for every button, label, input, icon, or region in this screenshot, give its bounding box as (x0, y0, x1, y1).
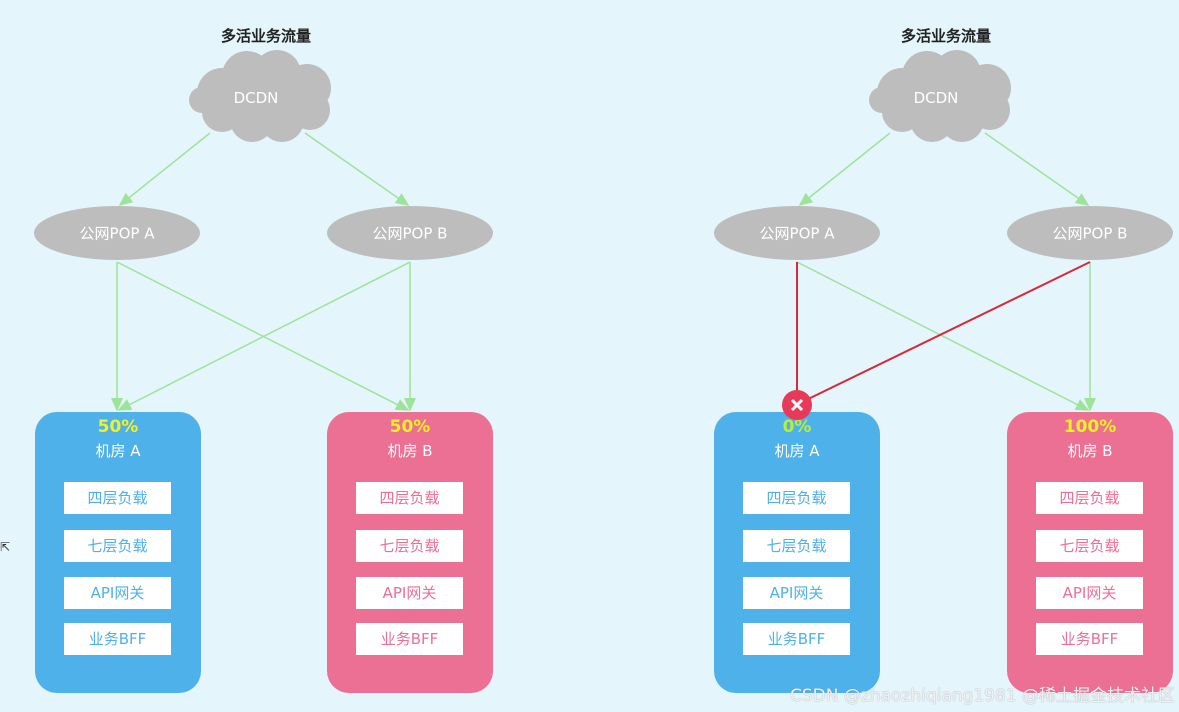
pop-b-label-2: 公网POP B (1052, 224, 1128, 243)
pop-a-node-1 (34, 206, 200, 260)
pop-a-label-1: 公网POP A (79, 224, 155, 243)
pop-a-label-2: 公网POP A (759, 224, 835, 243)
layer-l7: 七层负载 (356, 530, 463, 562)
layer-api-gateway: API网关 (64, 577, 171, 609)
layer-l7: 七层负载 (743, 530, 850, 562)
layer-l7: 七层负载 (64, 530, 171, 562)
failed-links (796, 261, 1091, 404)
datacenter-name: 机房 B (1067, 442, 1113, 460)
watermark: CSDN @zhaozhiqiang1981 @稀土掘金技术社区 (790, 686, 1175, 706)
traffic-percent: 0% (782, 417, 812, 437)
traffic-percent: 50% (97, 417, 139, 437)
pop-a-node-2 (714, 206, 880, 260)
layer-api-gateway: API网关 (1036, 577, 1143, 609)
datacenter-name: 机房 A (774, 442, 820, 460)
layer-bff: 业务BFF (64, 623, 171, 655)
diagram-title-1: 多活业务流量 (220, 27, 312, 45)
cloud-label-2: DCDN (913, 89, 959, 107)
layer-bff: 业务BFF (1036, 623, 1143, 655)
traffic-percent: 100% (1063, 417, 1117, 437)
layer-l4: 四层负载 (743, 482, 850, 514)
datacenter-name: 机房 A (95, 442, 141, 460)
pop-b-node-2 (1007, 206, 1173, 260)
flow-arrows (111, 132, 1096, 412)
layer-bff: 业务BFF (356, 623, 463, 655)
layer-l7: 七层负载 (1036, 530, 1143, 562)
cursor-icon: ⇱ (0, 540, 11, 554)
layer-api-gateway: API网关 (356, 577, 463, 609)
layer-l4: 四层负载 (64, 482, 171, 514)
pop-b-node-1 (327, 206, 493, 260)
layer-bff: 业务BFF (743, 623, 850, 655)
datacenter-b-2: 100% 机房 B 四层负载 七层负载 API网关 业务BFF (1007, 412, 1173, 693)
datacenter-a-2: 0% 机房 A 四层负载 七层负载 API网关 业务BFF (714, 412, 880, 693)
layer-l4: 四层负载 (356, 482, 463, 514)
datacenter-name: 机房 B (387, 442, 433, 460)
datacenter-a-1: 50% 机房 A 四层负载 七层负载 API网关 业务BFF (35, 412, 201, 693)
cloud-label-1: DCDN (233, 89, 279, 107)
layer-api-gateway: API网关 (743, 577, 850, 609)
diagram-title-2: 多活业务流量 (900, 27, 992, 45)
pop-b-label-1: 公网POP B (372, 224, 448, 243)
layer-l4: 四层负载 (1036, 482, 1143, 514)
datacenter-b-1: 50% 机房 B 四层负载 七层负载 API网关 业务BFF (327, 412, 493, 693)
traffic-percent: 50% (389, 417, 431, 437)
